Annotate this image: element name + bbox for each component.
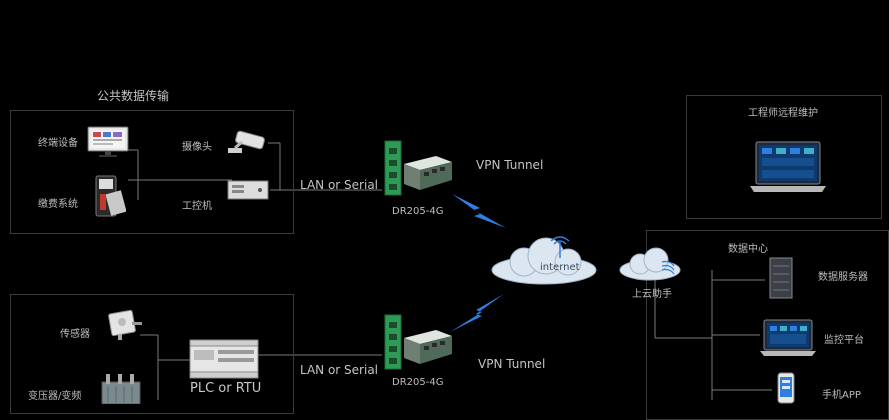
cloud-assistant-label: 上云助手 [632,289,672,300]
datacenter-title: 数据中心 [728,244,768,255]
top-router-icon [384,140,452,196]
top-link-label: LAN or Serial [300,178,379,192]
monitor-label: 监控平台 [824,335,864,346]
top-router-label: DR205-4G [392,206,444,217]
camera-icon [228,130,265,153]
server-label: 数据服务器 [818,272,868,283]
transformer-label: 变压器/变频 [28,391,82,402]
bottom-router-label: DR205-4G [392,377,444,388]
bottom-vpn-lightning-icon [450,294,504,332]
bottom-tunnel-label: VPN Tunnel [478,357,546,371]
cloud-assistant-icon [619,247,681,281]
sensor-icon [108,309,142,340]
public-transfer-title: 公共数据传输 [97,89,170,103]
sensor-label: 传感器 [60,329,90,340]
internet-label: internet [540,262,580,273]
terminal-label: 终端设备 [38,138,78,149]
payment-label: 缴费系统 [38,199,78,210]
camera-label: 摄像头 [182,142,212,153]
engineer-laptop-icon [750,141,826,192]
plc-icon [189,339,259,379]
phone-icon [777,372,795,404]
public-transfer-box [10,110,294,234]
top-tunnel-label: VPN Tunnel [476,158,544,172]
industrial-pc-icon [227,180,269,200]
top-vpn-lightning-icon [452,194,506,228]
transformer-icon [101,374,141,404]
monitor-laptop-icon [760,319,816,356]
connector-lines [128,142,772,400]
terminal-monitor-icon [87,126,129,157]
app-label: 手机APP [822,390,861,401]
internet-cloud-icon [491,236,597,285]
plc-label: PLC or RTU [190,381,262,396]
server-icon [769,257,793,299]
payment-kiosk-icon [95,175,126,217]
engineer-box [686,95,882,219]
ipc-label: 工控机 [182,201,212,212]
bottom-router-icon [384,314,452,370]
bottom-link-label: LAN or Serial [300,363,379,377]
engineer-title: 工程师远程维护 [748,108,818,119]
